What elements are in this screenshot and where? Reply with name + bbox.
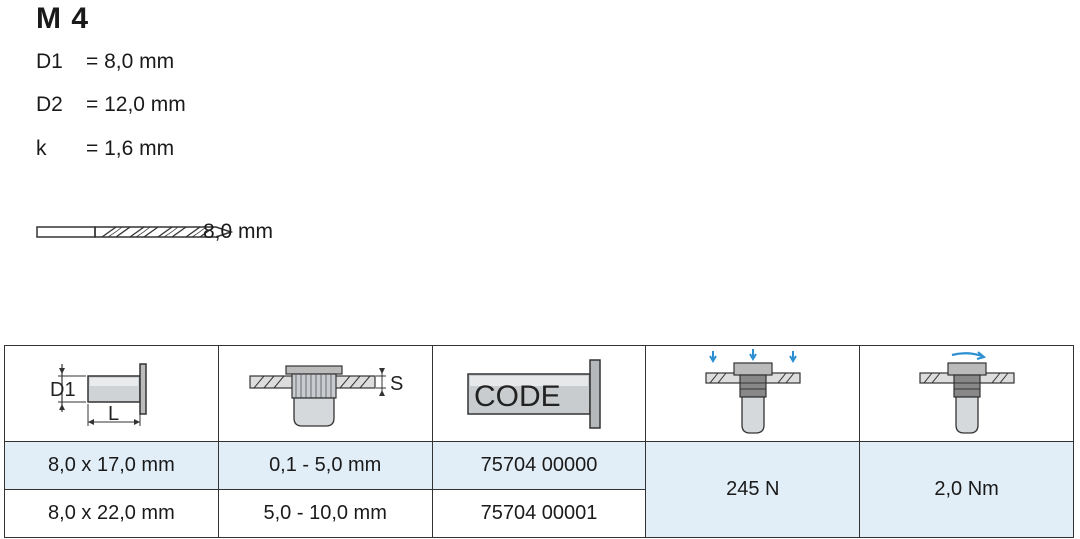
drill-bit-icon <box>36 226 234 238</box>
tensile-force-icon <box>705 348 801 434</box>
code-cell: 75704 00001 <box>431 489 647 538</box>
spec-key: D2 <box>36 93 63 116</box>
dimension-l-label: L <box>108 403 119 425</box>
spec-d1: D1 = 8,0 mm <box>36 50 174 74</box>
code-cell: 75704 00000 <box>431 441 647 490</box>
spec-k: k = 1,6 mm <box>36 137 174 161</box>
code-rivet-icon: CODE <box>467 358 601 429</box>
spec-d2: D2 = 12,0 mm <box>36 93 186 117</box>
spec-value: = 12,0 mm <box>86 93 186 116</box>
force-cell: 245 N <box>645 441 861 538</box>
grip-cell: 0,1 - 5,0 mm <box>217 441 433 490</box>
grip-s-label: S <box>390 373 403 395</box>
torque-icon <box>918 350 1015 434</box>
rivet-dimension-icon: D1 L <box>50 362 148 426</box>
spec-value: = 1,6 mm <box>86 137 175 160</box>
torque-cell: 2,0 Nm <box>859 441 1074 538</box>
size-cell: 8,0 x 22,0 mm <box>4 489 219 538</box>
grip-range-icon: S <box>249 364 404 427</box>
header-code-cell: CODE <box>431 345 647 442</box>
page-title: M 4 <box>36 2 90 35</box>
size-cell: 8,0 x 17,0 mm <box>4 441 219 490</box>
spec-value: = 8,0 mm <box>86 50 175 73</box>
grip-cell: 5,0 - 10,0 mm <box>217 489 433 538</box>
table-header-row: D1 L S <box>4 345 1074 442</box>
table-row: 8,0 x 17,0 mm 0,1 - 5,0 mm 75704 00000 2… <box>4 441 1074 538</box>
header-torque-cell <box>859 345 1074 442</box>
dimension-d1-label: D1 <box>50 379 76 401</box>
table-row: 8,0 x 22,0 mm 5,0 - 10,0 mm 75704 00001 <box>4 489 1074 538</box>
header-grip-cell: S <box>217 345 433 442</box>
spec-key: k <box>36 137 47 160</box>
code-label: CODE <box>474 380 561 413</box>
header-dimension-cell: D1 L <box>4 345 219 442</box>
spec-key: D1 <box>36 50 63 73</box>
header-force-cell <box>645 345 861 442</box>
drill-size: 8,0 mm <box>203 220 274 243</box>
spec-table: D1 L S <box>4 345 1074 538</box>
